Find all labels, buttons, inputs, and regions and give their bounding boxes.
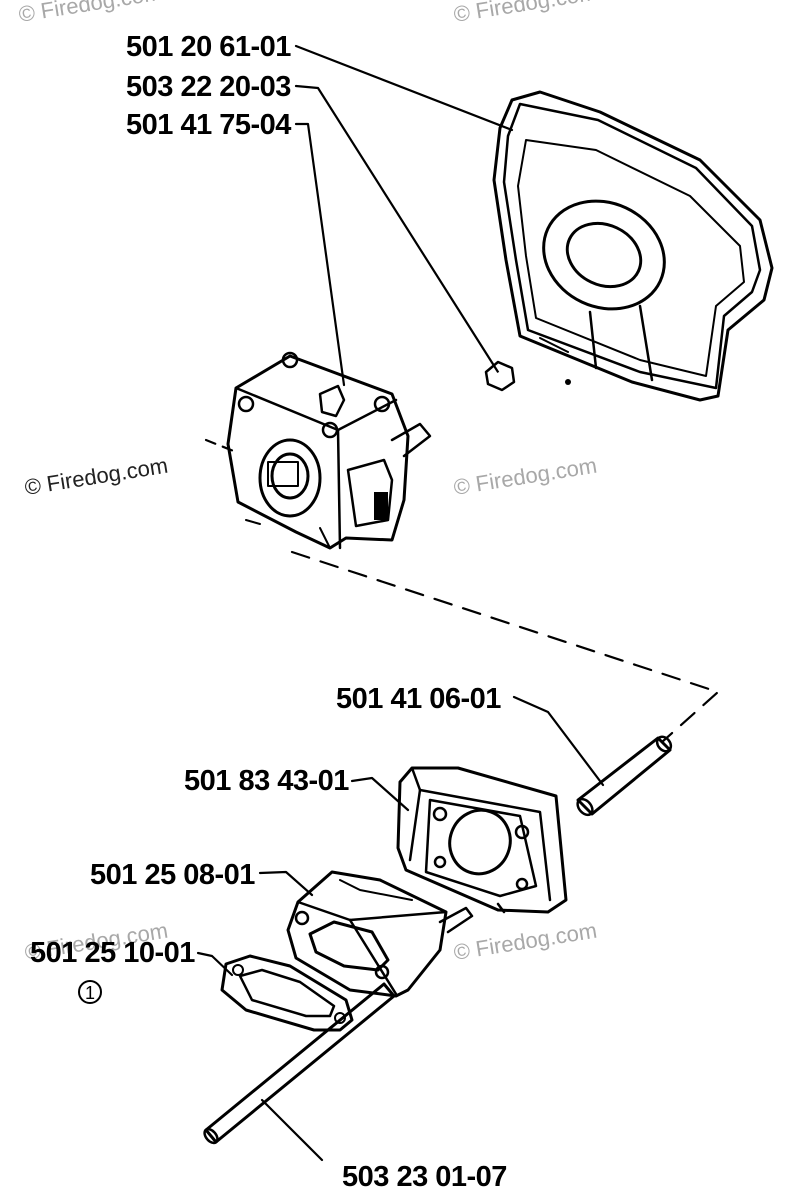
part-number-carburetor: 501 41 75-04 [126, 109, 291, 141]
leader-gasket [350, 776, 410, 812]
leader-pin [512, 695, 605, 787]
air-filter-drawing [492, 90, 774, 402]
assembly-dashed-line [290, 550, 720, 744]
part-number-spacer: 501 83 43-01 [184, 765, 349, 797]
leader-intake [258, 870, 314, 897]
watermark-low-right: © Firedog.com [452, 918, 599, 965]
small-gasket-drawing [220, 954, 354, 1032]
leader-stud [260, 1098, 324, 1162]
leader-nut [294, 84, 500, 374]
part-number-small-gasket: 501 25 10-01 [30, 937, 195, 969]
part-labels: 501 20 61-01 503 22 20-03 501 41 75-04 5… [30, 31, 507, 1193]
note-marker-number: 1 [85, 983, 95, 1003]
leader-carburetor [294, 122, 346, 387]
stud-drawing [203, 982, 396, 1145]
intake-drawing [286, 870, 474, 998]
assembly-dashed-left [204, 438, 238, 454]
watermark-mid-right: © Firedog.com [452, 453, 599, 500]
watermark-top-right: © Firedog.com [452, 0, 599, 27]
leader-lines [196, 44, 720, 1162]
watermark-top-left: © Firedog.com [17, 0, 164, 27]
part-number-nut: 503 22 20-03 [126, 71, 291, 103]
watermark-mid-left: © Firedog.com [23, 453, 170, 500]
part-number-pin: 501 41 06-01 [336, 683, 501, 715]
pin-drawing [576, 735, 673, 817]
spacer-drawing [396, 766, 568, 914]
part-number-air-filter: 501 20 61-01 [126, 31, 291, 63]
part-number-stud: 503 23 01-07 [342, 1161, 507, 1193]
part-number-intake: 501 25 08-01 [90, 859, 255, 891]
note-marker: 1 [78, 980, 102, 1004]
nut-drawing [484, 360, 516, 392]
leader-air-filter [294, 44, 514, 132]
carburetor-drawing [226, 351, 432, 550]
